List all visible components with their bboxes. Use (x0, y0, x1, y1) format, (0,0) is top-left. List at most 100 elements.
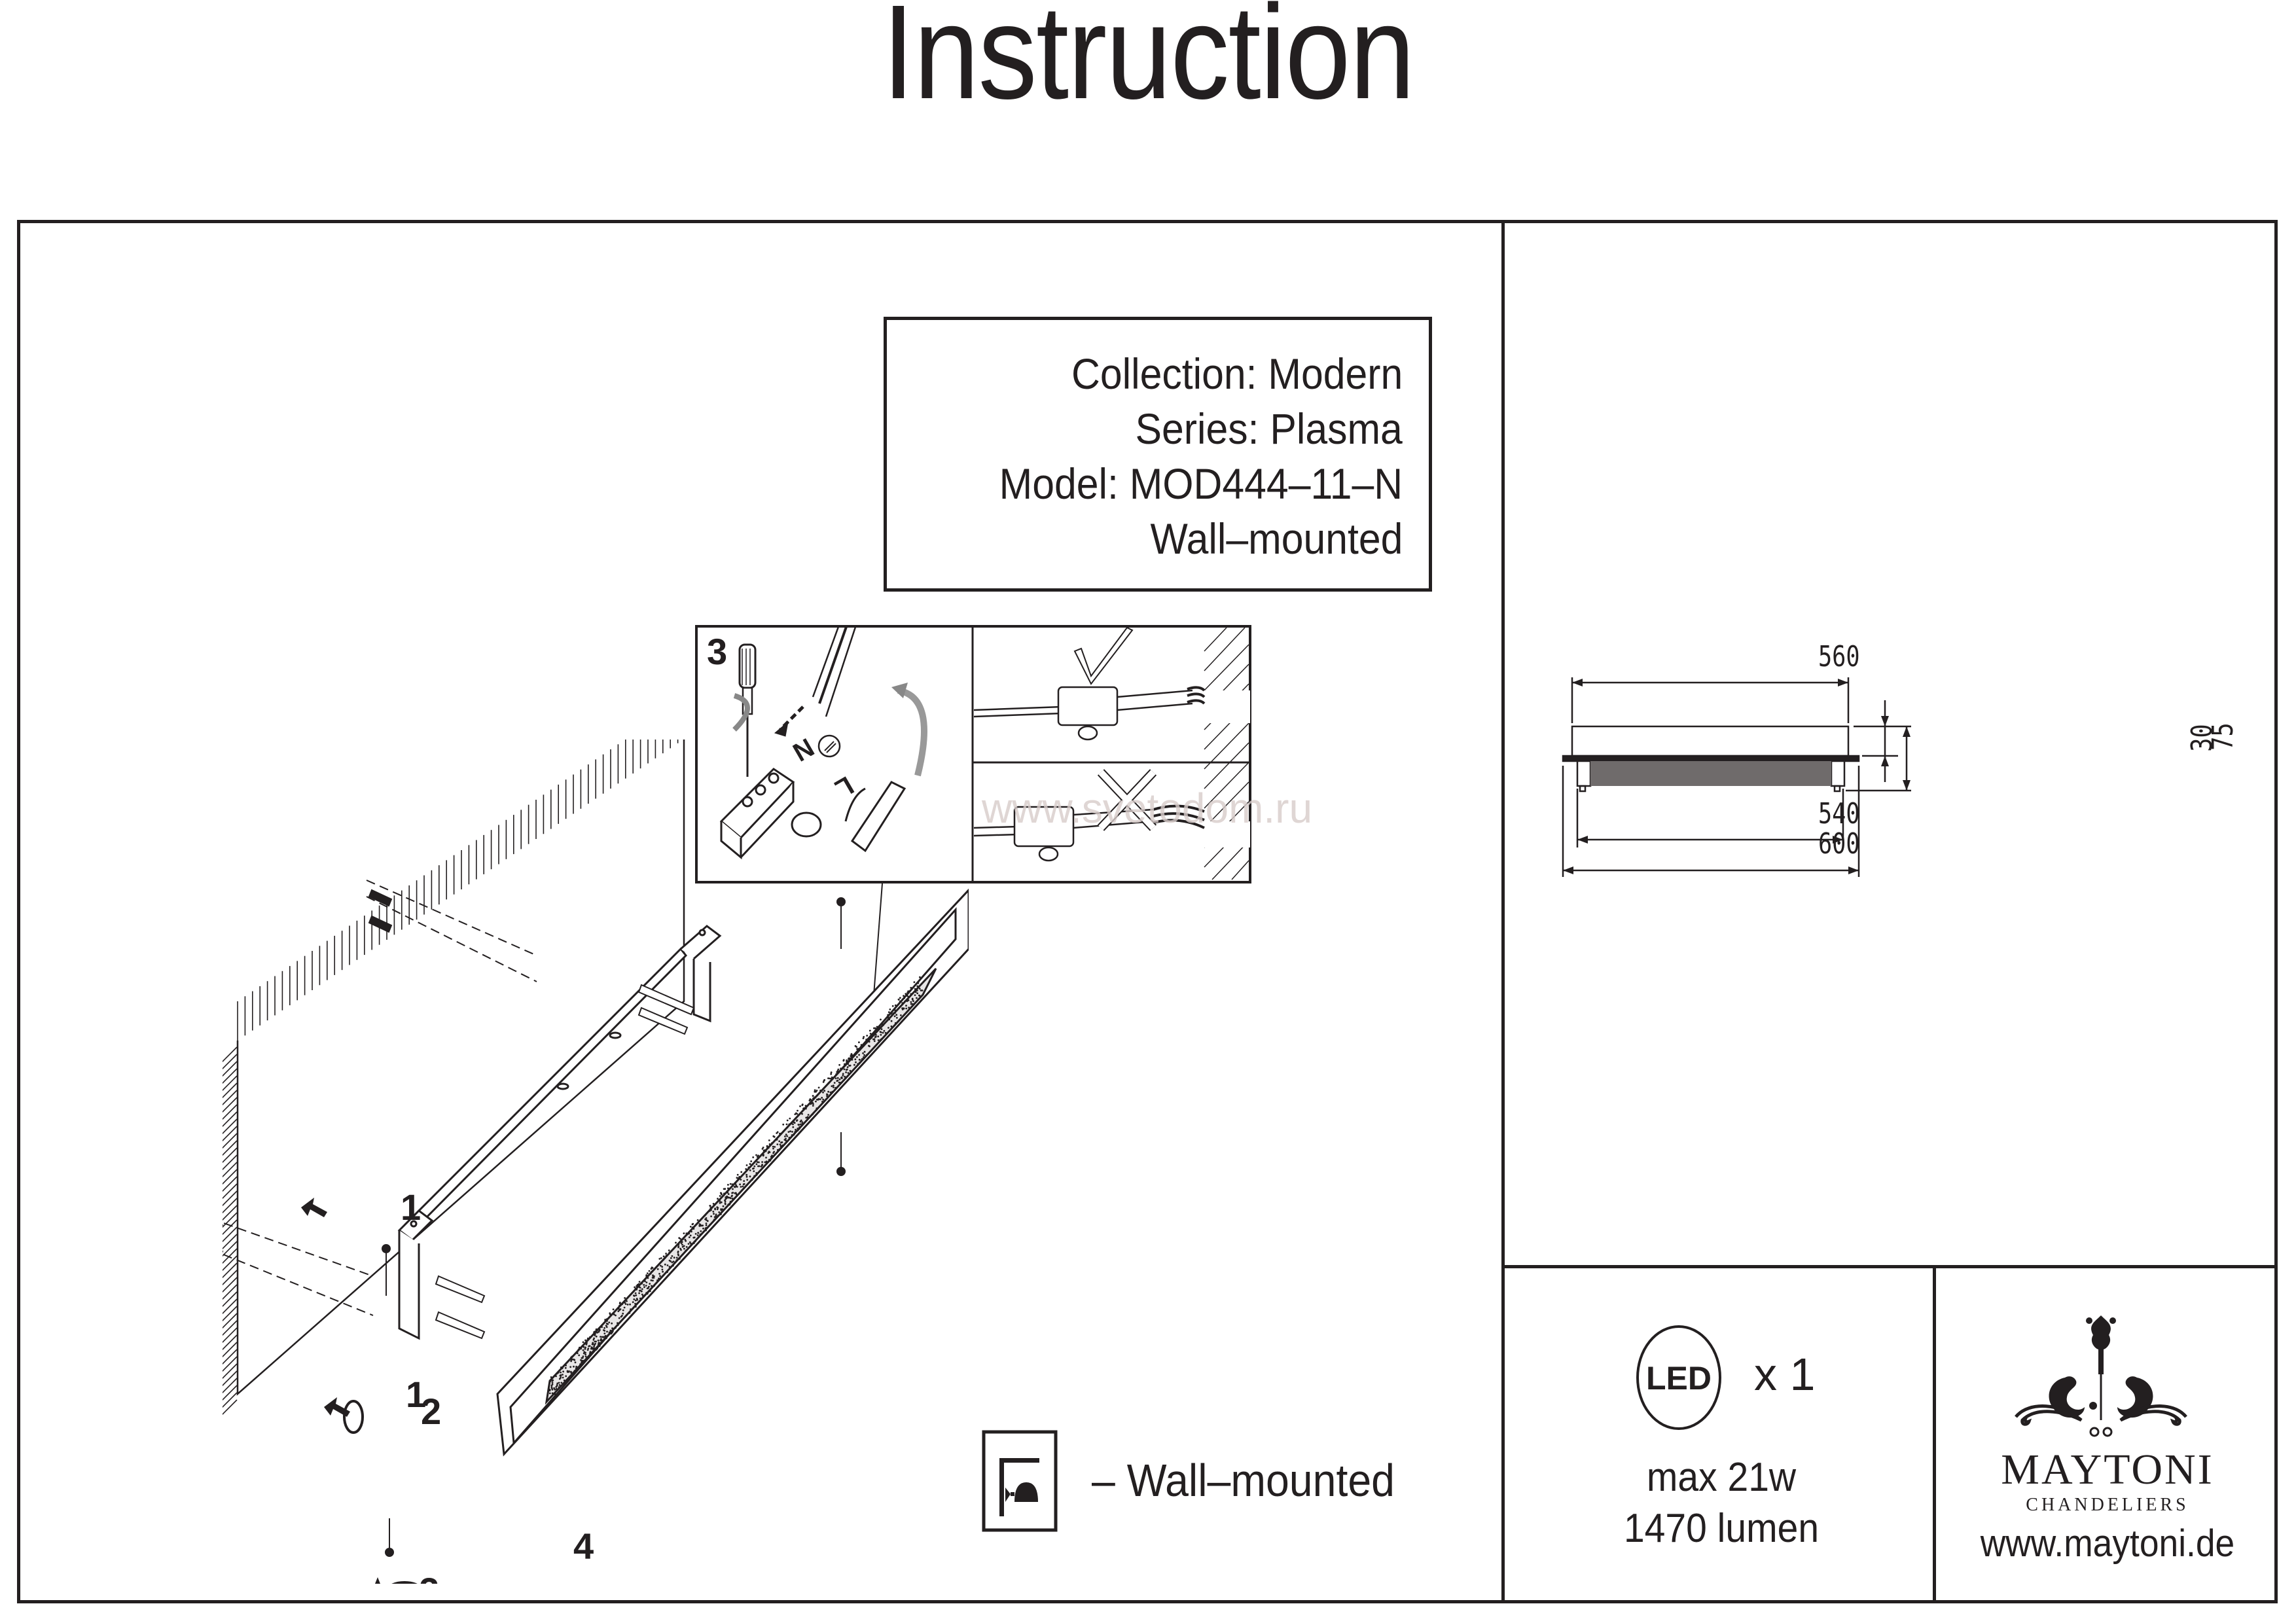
texture-dot (698, 1223, 701, 1225)
texture-dot (595, 1335, 598, 1338)
watermark-text: www.svetodom.ru (982, 785, 1313, 832)
texture-dot (562, 1376, 564, 1379)
texture-dot (638, 1281, 641, 1283)
texture-dot (831, 1090, 833, 1093)
texture-dot (829, 1091, 832, 1094)
texture-dot (808, 1099, 811, 1102)
texture-dot (692, 1222, 694, 1225)
texture-dot (725, 1198, 727, 1200)
page-title: Instruction (882, 0, 1416, 127)
texture-dot (645, 1285, 647, 1287)
mounting-bracket (397, 925, 722, 1340)
luminous-flux: 1470 lumen (1623, 1506, 1820, 1551)
texture-dot (812, 1113, 814, 1116)
texture-dot (605, 1325, 607, 1327)
texture-dot (826, 1094, 829, 1096)
texture-dot (656, 1279, 658, 1281)
texture-dot (826, 1095, 828, 1097)
texture-dot (576, 1352, 579, 1355)
texture-dot (617, 1308, 619, 1310)
texture-dot (570, 1372, 573, 1374)
texture-dot (772, 1147, 774, 1150)
texture-dot (595, 1328, 598, 1330)
texture-dot (740, 1171, 743, 1173)
texture-dot (586, 1342, 588, 1344)
texture-dot (842, 1073, 844, 1075)
texture-dot (611, 1330, 614, 1332)
texture-dot (910, 1003, 912, 1005)
texture-dot (853, 1063, 855, 1066)
texture-dot (562, 1374, 564, 1376)
hatch-line (223, 1046, 238, 1063)
texture-dot (598, 1327, 601, 1329)
texture-dot (638, 1289, 641, 1292)
texture-dot (716, 1206, 719, 1209)
texture-dot (814, 1096, 816, 1098)
texture-dot (837, 1068, 840, 1071)
texture-dot (788, 1123, 791, 1126)
texture-dot (630, 1308, 632, 1311)
texture-dot (554, 1388, 556, 1391)
texture-dot (694, 1240, 696, 1243)
texture-dot (822, 1091, 824, 1094)
texture-dot (726, 1195, 728, 1198)
texture-dot (773, 1150, 776, 1153)
texture-dot (649, 1290, 651, 1293)
texture-dot (872, 1034, 875, 1037)
texture-dot (710, 1206, 713, 1209)
brand-subtitle: CHANDELIERS (2026, 1495, 2189, 1515)
texture-dot (851, 1058, 853, 1061)
texture-dot (887, 1016, 889, 1018)
hatch-line (223, 1082, 238, 1099)
texture-dot (705, 1224, 708, 1226)
texture-dot (689, 1241, 691, 1243)
hatch-line (223, 1097, 238, 1113)
texture-dot (698, 1224, 701, 1227)
texture-dot (679, 1247, 681, 1250)
diffuser-texture (548, 976, 924, 1395)
texture-dot (573, 1365, 575, 1368)
brand-name: MAYTONI (2001, 1446, 2214, 1493)
texture-dot (652, 1279, 654, 1282)
texture-dot (600, 1338, 602, 1340)
texture-dot (827, 1077, 829, 1080)
texture-dot (877, 1035, 880, 1038)
texture-dot (595, 1330, 597, 1332)
texture-dot (858, 1041, 860, 1044)
texture-dot (611, 1327, 613, 1330)
texture-dot (882, 1024, 885, 1026)
led-badge-icon: LED (1636, 1325, 1721, 1430)
texture-dot (883, 1029, 886, 1032)
texture-dot (812, 1103, 814, 1105)
texture-dot (584, 1347, 586, 1350)
installation-drawing: 1 2 (223, 740, 969, 1584)
texture-dot (566, 1370, 569, 1372)
texture-dot (668, 1251, 671, 1254)
hatch-line (223, 1392, 238, 1408)
texture-dot (888, 1014, 890, 1016)
wires-icon (774, 625, 857, 737)
texture-dot (598, 1345, 601, 1347)
texture-dot (815, 1100, 817, 1103)
brand-website[interactable]: www.maytoni.de (1980, 1522, 2235, 1565)
texture-dot (795, 1128, 797, 1131)
texture-dot (639, 1297, 641, 1300)
texture-dot (920, 990, 922, 991)
texture-dot (550, 1376, 552, 1378)
cover-clip-icon (844, 781, 906, 853)
texture-dot (709, 1223, 711, 1226)
connector-correct (973, 686, 1206, 741)
texture-dot (780, 1141, 782, 1144)
texture-dot (692, 1236, 695, 1239)
texture-dot (629, 1303, 631, 1306)
texture-dot (696, 1219, 699, 1221)
texture-dot (636, 1287, 638, 1289)
texture-dot (740, 1179, 742, 1181)
texture-dot (606, 1330, 608, 1333)
texture-dot (573, 1359, 575, 1361)
texture-dot (560, 1382, 563, 1384)
texture-dot (903, 995, 905, 997)
texture-dot (694, 1233, 697, 1235)
texture-dot (602, 1336, 605, 1338)
texture-dot (593, 1337, 595, 1340)
